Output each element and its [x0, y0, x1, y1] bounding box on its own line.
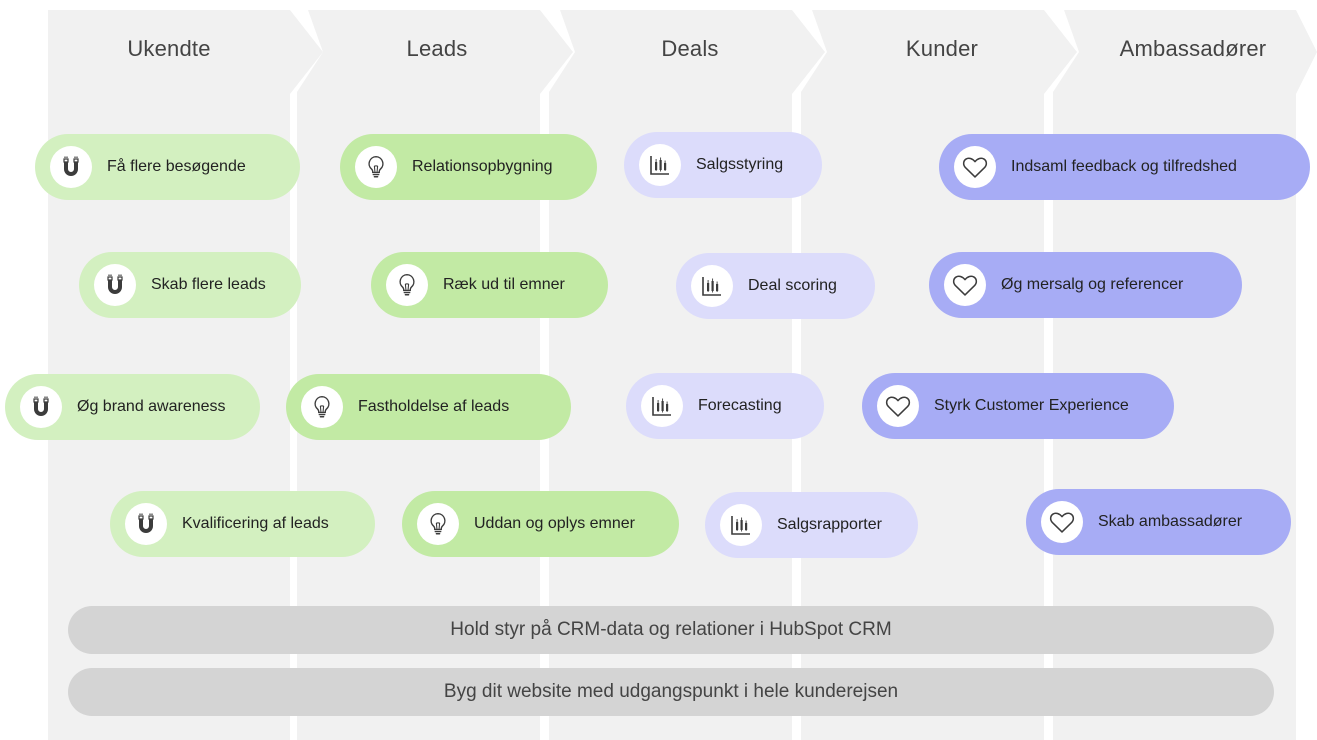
- kunder-item-label: Indsaml feedback og tilfredshed: [1011, 158, 1237, 175]
- lightbulb-icon: [386, 264, 428, 306]
- kunder-item[interactable]: Styrk Customer Experience: [862, 373, 1174, 439]
- magnet-icon: [50, 146, 92, 188]
- kunder-item-label: Styrk Customer Experience: [934, 397, 1129, 414]
- stage-title-ukendte: Ukendte: [127, 36, 211, 61]
- magnet-icon: [94, 264, 136, 306]
- ukendte-item[interactable]: Få flere besøgende: [35, 134, 300, 200]
- leads-item[interactable]: Relationsopbygning: [340, 134, 597, 200]
- stage-title-leads: Leads: [406, 36, 468, 61]
- leads-item[interactable]: Ræk ud til emner: [371, 252, 608, 318]
- kunder-item[interactable]: Øg mersalg og referencer: [929, 252, 1242, 318]
- deals-item-label: Salgsstyring: [696, 156, 784, 173]
- deals-item-label: Forecasting: [698, 397, 782, 414]
- deals-item[interactable]: Deal scoring: [676, 253, 875, 319]
- ukendte-item[interactable]: Øg brand awareness: [5, 374, 260, 440]
- deals-item-label: Salgsrapporter: [777, 516, 882, 533]
- chart-icon: [691, 265, 733, 307]
- deals-item[interactable]: Salgsstyring: [624, 132, 822, 198]
- ukendte-item[interactable]: Kvalificering af leads: [110, 491, 375, 557]
- lightbulb-icon: [301, 386, 343, 428]
- leads-item[interactable]: Uddan og oplys emner: [402, 491, 679, 557]
- deals-item[interactable]: Salgsrapporter: [705, 492, 918, 558]
- leads-item-label: Relationsopbygning: [412, 158, 553, 175]
- heart-icon: [877, 385, 919, 427]
- ukendte-item-label: Få flere besøgende: [107, 158, 246, 175]
- stage-title-deals: Deals: [661, 36, 719, 61]
- stage-title-kunder: Kunder: [905, 36, 979, 61]
- heart-icon: [944, 264, 986, 306]
- chart-icon: [720, 504, 762, 546]
- deals-item[interactable]: Forecasting: [626, 373, 824, 439]
- ukendte-item[interactable]: Skab flere leads: [79, 252, 301, 318]
- lightbulb-icon: [417, 503, 459, 545]
- crm-bar[interactable]: Hold styr på CRM-data og relationer i Hu…: [68, 606, 1274, 654]
- magnet-icon: [20, 386, 62, 428]
- kunder-item[interactable]: Indsaml feedback og tilfredshed: [939, 134, 1310, 200]
- ukendte-item-label: Kvalificering af leads: [182, 515, 329, 532]
- leads-item-label: Uddan og oplys emner: [474, 515, 635, 532]
- magnet-icon: [125, 503, 167, 545]
- kunder-item-label: Skab ambassadører: [1098, 513, 1243, 530]
- ukendte-item-label: Skab flere leads: [151, 276, 266, 293]
- chart-icon: [641, 385, 683, 427]
- ukendte-item-label: Øg brand awareness: [77, 398, 226, 415]
- heart-icon: [1041, 501, 1083, 543]
- stage-title-ambassadorer: Ambassadører: [1119, 36, 1267, 61]
- kunder-item[interactable]: Skab ambassadører: [1026, 489, 1291, 555]
- heart-icon: [954, 146, 996, 188]
- deals-item-label: Deal scoring: [748, 277, 837, 294]
- chart-icon: [639, 144, 681, 186]
- leads-item[interactable]: Fastholdelse af leads: [286, 374, 571, 440]
- lightbulb-icon: [355, 146, 397, 188]
- leads-item-label: Fastholdelse af leads: [358, 398, 510, 415]
- kunder-item-label: Øg mersalg og referencer: [1001, 276, 1184, 293]
- website-bar[interactable]: Byg dit website med udgangspunkt i hele …: [68, 668, 1274, 716]
- leads-item-label: Ræk ud til emner: [443, 276, 565, 293]
